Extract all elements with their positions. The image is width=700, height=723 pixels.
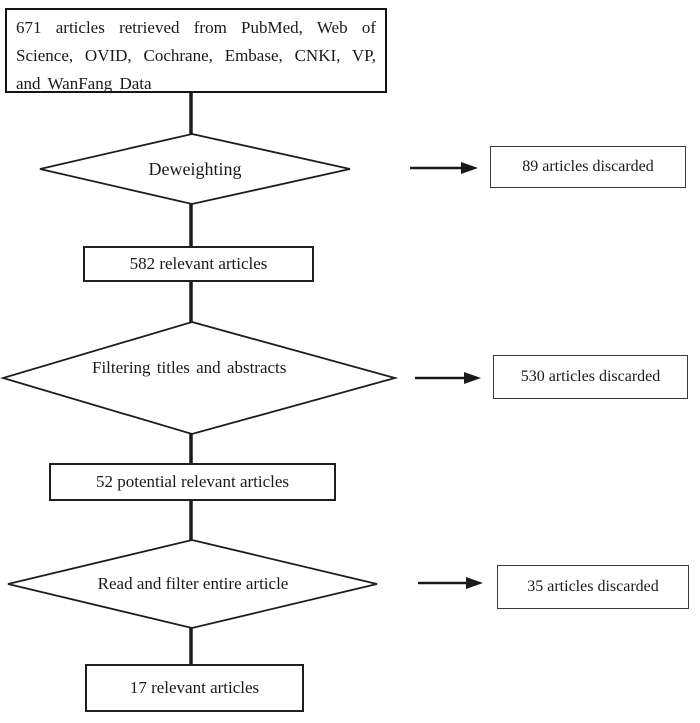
result-box-52-potential-relevant: 52 potential relevant articles bbox=[49, 463, 336, 501]
arrow-diamond3-to-discard3 bbox=[418, 577, 483, 589]
source-articles-box: 671 articles retrieved from PubMed, Web … bbox=[5, 8, 387, 93]
arrow-diamond1-to-discard1 bbox=[410, 162, 478, 174]
discard-box-35: 35 articles discarded bbox=[497, 565, 689, 609]
discard-box-530: 530 articles discarded bbox=[493, 355, 688, 399]
diamond-deweighting bbox=[39, 133, 351, 205]
discard-box-89: 89 articles discarded bbox=[490, 146, 686, 188]
arrow-diamond2-to-discard2 bbox=[415, 372, 481, 384]
diamond-filtering-titles-abstracts bbox=[0, 321, 399, 435]
result-box-582-relevant: 582 relevant articles bbox=[83, 246, 314, 282]
diamond-read-filter-article bbox=[7, 539, 378, 629]
result-box-17-relevant: 17 relevant articles bbox=[85, 664, 304, 712]
